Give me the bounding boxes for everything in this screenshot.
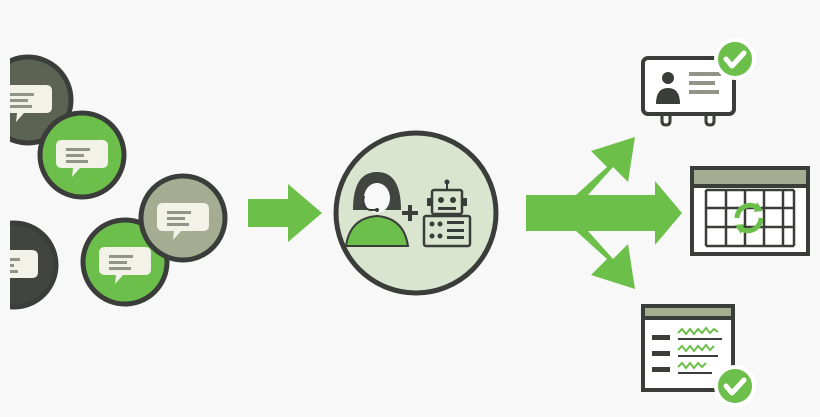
plus-icon — [402, 205, 418, 221]
three-way-split-arrow-icon — [526, 137, 682, 289]
chat-bubble-icon — [0, 220, 59, 310]
agent-headset-icon — [344, 172, 410, 247]
id-badge-icon — [641, 40, 754, 127]
incoming-messages — [0, 0, 228, 417]
chat-bubble-icon — [138, 173, 228, 263]
chat-bubble-icon — [37, 110, 127, 200]
calendar-icon — [690, 166, 810, 256]
refresh-icon — [734, 202, 764, 234]
right-arrow-icon — [248, 184, 322, 242]
checkmark-icon — [716, 367, 754, 405]
checkmark-icon — [716, 40, 754, 78]
robot-icon — [422, 179, 472, 248]
agent-and-bot-hub — [333, 130, 499, 296]
report-sheet-icon — [641, 304, 754, 405]
